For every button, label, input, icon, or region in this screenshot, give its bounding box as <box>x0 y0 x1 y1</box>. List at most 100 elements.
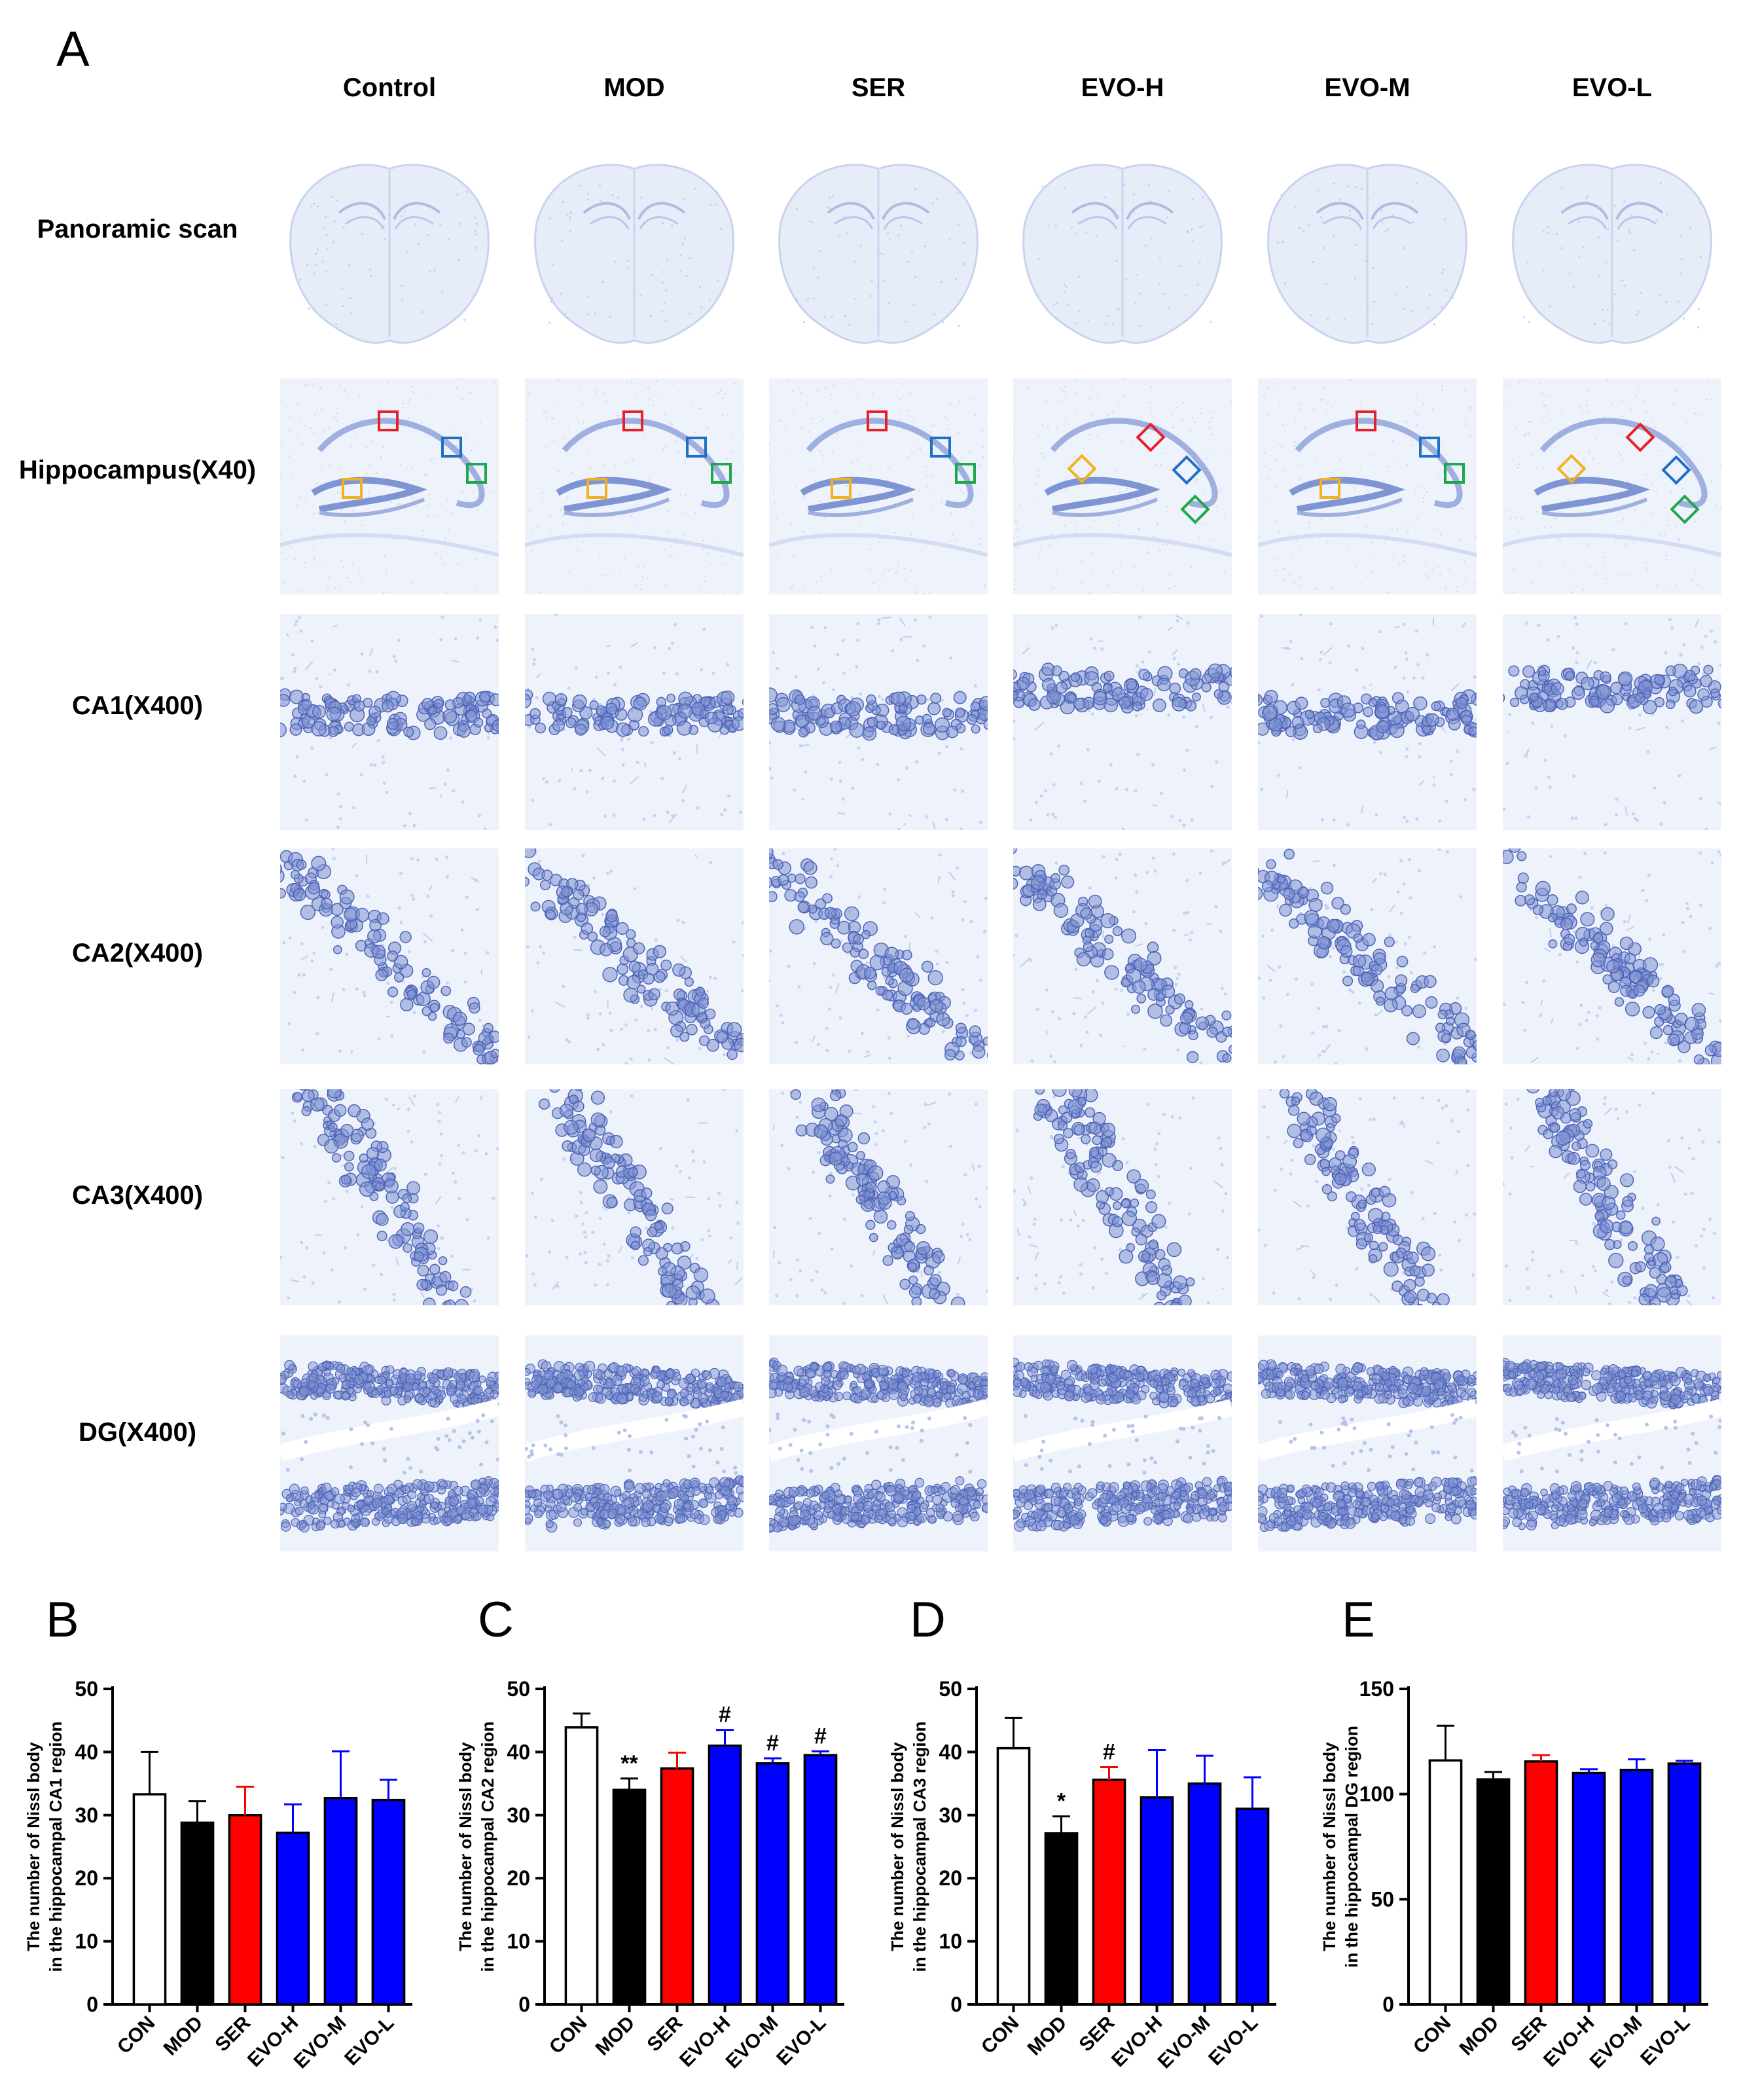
ca1-image <box>1013 614 1232 830</box>
hippocampus-image-graphic <box>525 378 744 594</box>
hippocampus-image <box>1258 378 1477 594</box>
ca1-image-graphic <box>1013 614 1232 830</box>
hippocampus-image-graphic <box>1013 378 1232 594</box>
y-tick-label: 20 <box>75 1866 98 1890</box>
row-label: Panoramic scan <box>37 215 238 244</box>
y-tick-label: 30 <box>75 1803 98 1827</box>
bar <box>132 1793 167 2006</box>
ca2-image-graphic <box>1258 848 1477 1064</box>
ca1-image <box>769 614 988 830</box>
row-label: CA3(X400) <box>71 1181 204 1210</box>
bar <box>228 1814 262 2006</box>
ca1-image <box>1258 614 1477 830</box>
column-header: EVO-H <box>1081 73 1164 102</box>
row-label: CA2(X400) <box>71 939 204 968</box>
x-tick-label: SER <box>1075 2012 1119 2055</box>
y-tick-label: 40 <box>939 1740 962 1764</box>
y-tick-label: 50 <box>1371 1887 1394 1911</box>
hippocampus-image <box>525 378 744 594</box>
x-tick-label: EVO-M <box>290 2012 351 2073</box>
bar <box>996 1747 1031 2006</box>
x-tick-label: EVO-L <box>772 2012 830 2070</box>
panoramic-scan-image-graphic <box>1503 151 1721 367</box>
hippocampus-image <box>280 378 499 594</box>
bar <box>612 1788 647 2006</box>
bar <box>180 1821 215 2006</box>
ca3-image <box>525 1089 744 1305</box>
ca3-image-graphic <box>1013 1089 1232 1305</box>
panoramic-scan-image-graphic <box>280 151 499 367</box>
bar <box>1571 1771 1606 2006</box>
column-header: MOD <box>603 73 665 102</box>
y-tick-label: 50 <box>507 1677 530 1701</box>
significance-mark: # <box>814 1724 827 1748</box>
y-tick-label: 10 <box>939 1930 962 1953</box>
bar <box>755 1762 790 2006</box>
dg-image <box>1503 1335 1721 1551</box>
dg-image <box>769 1335 988 1551</box>
y-axis-label: in the hippocampal DG region <box>1342 1726 1361 1968</box>
column-header: EVO-L <box>1571 73 1653 102</box>
x-tick-label: EVO-M <box>1154 2012 1215 2073</box>
x-tick-label: SER <box>643 2012 687 2055</box>
bar <box>803 1754 838 2006</box>
x-tick-label: EVO-L <box>1636 2012 1694 2070</box>
y-tick-label: 20 <box>939 1866 962 1890</box>
x-tick-label: EVO-M <box>1586 2012 1647 2073</box>
significance-mark: ** <box>620 1751 638 1776</box>
y-tick-label: 50 <box>75 1677 98 1701</box>
bar <box>564 1726 599 2006</box>
column-header: EVO-M <box>1324 73 1410 102</box>
bar <box>1619 1768 1654 2006</box>
hippocampus-image <box>1503 378 1721 594</box>
ca1-image-graphic <box>769 614 988 830</box>
x-tick-label: EVO-M <box>722 2012 783 2073</box>
ca1-image-graphic <box>525 614 744 830</box>
ca2-image <box>525 848 744 1064</box>
bar <box>1476 1778 1511 2006</box>
ca3-image-graphic <box>525 1089 744 1305</box>
x-tick-label: EVO-L <box>1204 2012 1262 2070</box>
y-tick-label: 0 <box>86 1993 98 2016</box>
significance-mark: * <box>1057 1789 1066 1814</box>
panoramic-scan-image <box>525 151 744 367</box>
hippocampus-image-graphic <box>280 378 499 594</box>
panoramic-scan-image <box>1013 151 1232 367</box>
dg-image-graphic <box>1258 1335 1477 1551</box>
ca1-image <box>1503 614 1721 830</box>
y-tick-label: 0 <box>950 1993 962 2016</box>
y-tick-label: 40 <box>75 1740 98 1764</box>
panel-letter: D <box>910 1592 946 1648</box>
ca2-image-graphic <box>1013 848 1232 1064</box>
hippocampus-image <box>769 378 988 594</box>
panel-letter: B <box>46 1592 79 1648</box>
hippocampus-image <box>1013 378 1232 594</box>
y-tick-label: 100 <box>1359 1783 1394 1806</box>
panel-letter: E <box>1342 1592 1375 1648</box>
y-tick-label: 40 <box>507 1740 530 1764</box>
bar <box>1428 1759 1463 2006</box>
significance-mark: # <box>1103 1740 1115 1765</box>
y-tick-label: 50 <box>939 1677 962 1701</box>
y-axis-label: The number of Nissl body <box>1320 1742 1339 1951</box>
x-tick-label: CON <box>1409 2012 1455 2058</box>
ca3-image <box>1258 1089 1477 1305</box>
ca1-image-graphic <box>280 614 499 830</box>
bar <box>1187 1782 1222 2006</box>
bar <box>1524 1760 1558 2006</box>
y-tick-label: 30 <box>939 1803 962 1827</box>
y-axis-label: The number of Nissl body <box>24 1742 43 1951</box>
bar <box>1235 1807 1270 2006</box>
x-tick-label: EVO-L <box>340 2012 398 2070</box>
column-header: SER <box>851 73 906 102</box>
y-axis-label: in the hippocampal CA1 region <box>46 1722 65 1972</box>
row-label: DG(X400) <box>78 1418 197 1447</box>
x-tick-label: MOD <box>1024 2012 1071 2060</box>
x-tick-label: SER <box>211 2012 255 2055</box>
bar <box>276 1832 310 2006</box>
